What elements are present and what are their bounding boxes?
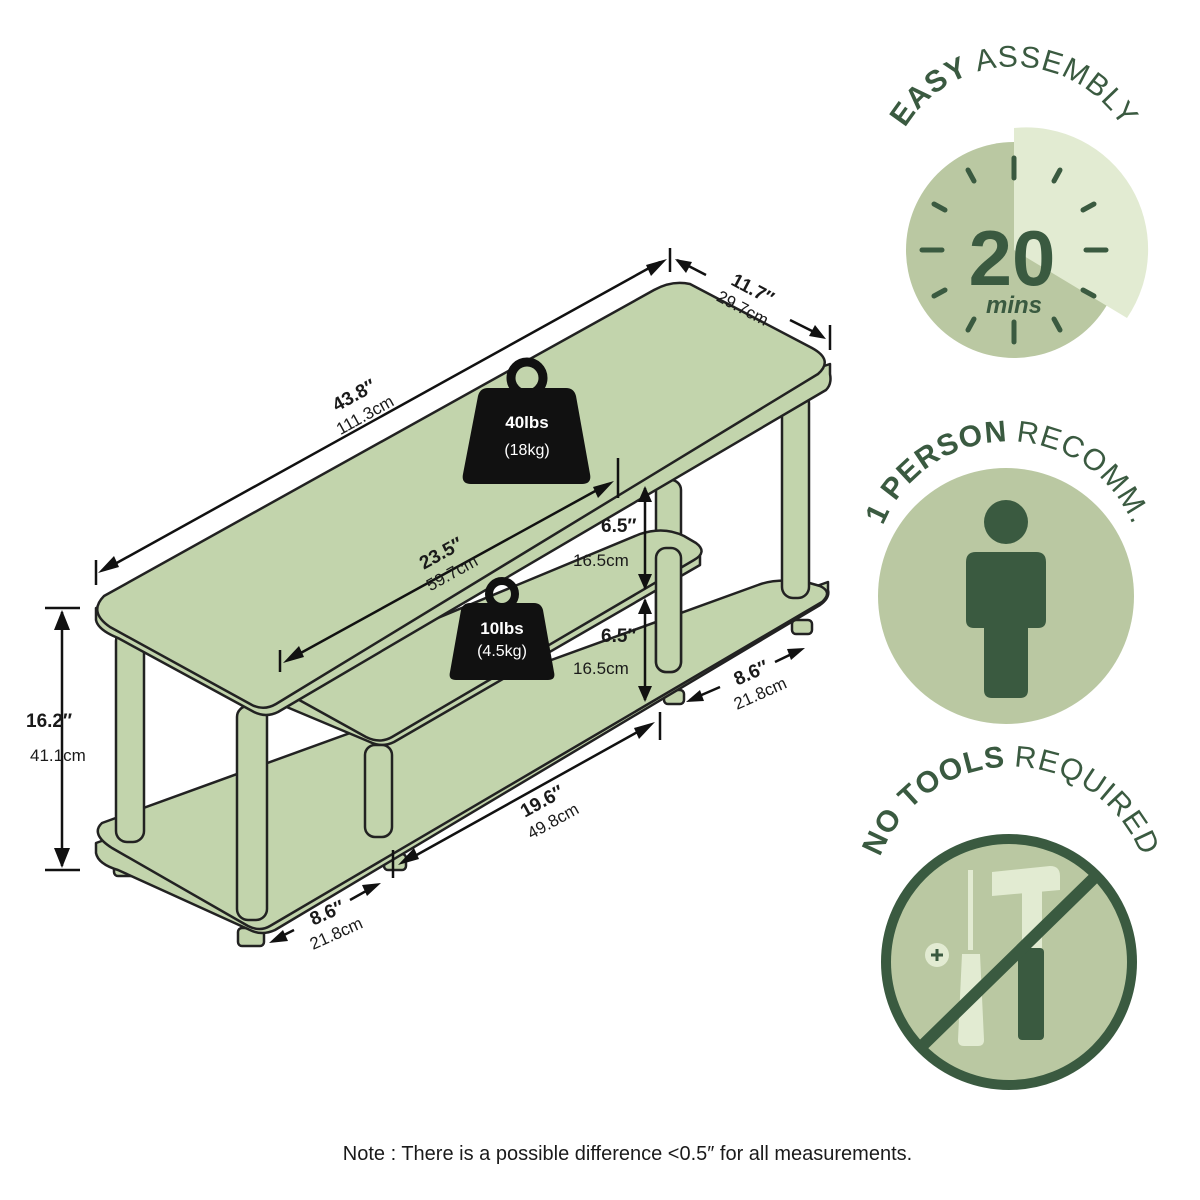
plus-icon xyxy=(925,943,949,967)
top-weight-lbs: 40lbs xyxy=(505,413,548,432)
assembly-label: ASSEMBLY xyxy=(972,40,1144,132)
lower-gap-cm: 16.5cm xyxy=(573,659,629,678)
person-icon xyxy=(966,500,1046,698)
easy-assembly-badge: EASYASSEMBLY 20 mins xyxy=(884,40,1149,358)
easy-label: EASY xyxy=(884,50,973,132)
height-cm: 41.1cm xyxy=(30,746,86,765)
top-weight-kg: (18kg) xyxy=(504,442,549,459)
assembly-minutes: 20 xyxy=(969,214,1056,302)
front-posts xyxy=(114,390,811,922)
lower-gap-inches: 6.5″ xyxy=(601,626,637,647)
middle-lower-posts xyxy=(363,546,683,839)
upper-gap-cm: 16.5cm xyxy=(573,551,629,570)
assembly-unit: mins xyxy=(986,292,1042,319)
clock-icon xyxy=(919,155,1109,345)
prohibition-slash-icon xyxy=(916,872,1100,1052)
easy-assembly-title: EASYASSEMBLY xyxy=(884,40,1145,132)
height-inches: 16.2″ xyxy=(26,711,72,732)
dimension-lines xyxy=(45,248,832,943)
timer-elapsed-wedge xyxy=(1014,127,1149,318)
weight-icon-middle: 10lbs (4.5kg) xyxy=(449,577,555,680)
middle-weight-lbs: 10lbs xyxy=(480,619,523,638)
measurement-note: Note : There is a possible difference <0… xyxy=(342,1143,913,1165)
middle-weight-kg: (4.5kg) xyxy=(477,643,527,660)
weight-icon-top: 40lbs (18kg) xyxy=(462,357,591,484)
upper-gap-inches: 6.5″ xyxy=(601,516,637,537)
top-shelf xyxy=(94,281,832,717)
